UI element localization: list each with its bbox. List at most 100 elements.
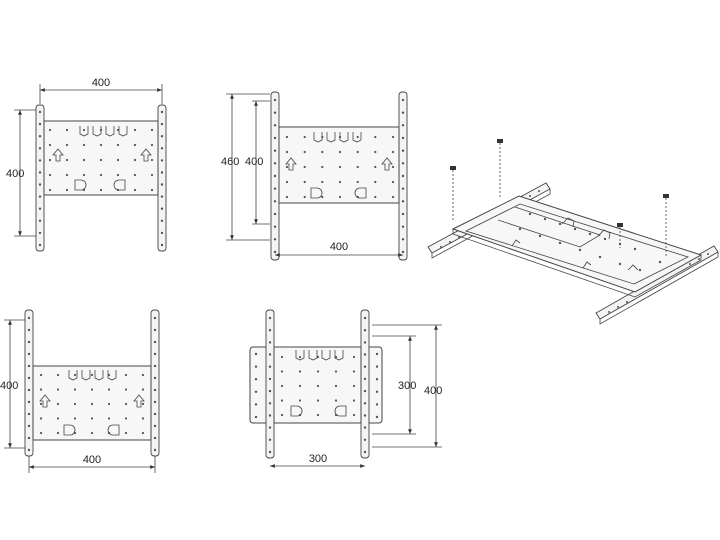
- plate-hole: [303, 180, 306, 184]
- rail-hole: [273, 238, 277, 241]
- view-4: 400 400: [0, 309, 160, 473]
- rail-hole: [273, 162, 277, 165]
- height-label: 300: [398, 380, 416, 392]
- plate-hole: [124, 373, 128, 377]
- plate-hole: [391, 165, 395, 169]
- rail-hole: [153, 364, 157, 368]
- left-rail: [35, 104, 45, 252]
- plate-hole: [321, 150, 324, 154]
- plate-hole: [141, 417, 145, 420]
- plate-hole: [124, 388, 128, 391]
- plate-hole: [391, 135, 395, 139]
- rail-hole: [27, 400, 31, 404]
- plate-hole: [352, 413, 356, 417]
- plate-hole: [316, 399, 320, 402]
- plate-hole: [99, 188, 103, 192]
- rail-hole: [273, 111, 277, 114]
- plate-hole: [133, 143, 137, 147]
- rail-holes: [27, 316, 157, 452]
- plate-hole: [56, 431, 60, 435]
- rail-hole: [160, 147, 164, 150]
- plate-hole: [298, 384, 302, 388]
- plate-hole: [48, 128, 52, 132]
- rail-hole: [160, 122, 164, 126]
- plate-hole: [65, 158, 69, 162]
- plate-hole: [116, 143, 120, 147]
- rail-hole: [363, 414, 367, 417]
- rail-hole: [268, 414, 272, 417]
- rail-hole: [153, 424, 157, 428]
- rail-hole: [160, 171, 164, 174]
- plate-hole: [65, 188, 69, 192]
- rail-hole: [160, 195, 164, 198]
- plate-hole: [141, 402, 145, 406]
- plate-hole: [316, 384, 320, 388]
- plate-hole: [48, 173, 52, 177]
- height-label: 400: [6, 168, 24, 180]
- plate-hole: [280, 413, 284, 417]
- rail-hole: [401, 174, 405, 178]
- rail-hole: [268, 316, 272, 320]
- rail-hole: [27, 412, 31, 416]
- plate-hole: [352, 355, 356, 359]
- rail-hole: [153, 400, 157, 404]
- rail-hole: [268, 426, 272, 429]
- rail-hole: [27, 340, 31, 344]
- rail-hole: [153, 388, 157, 392]
- plate-hole: [391, 195, 395, 199]
- rail-holes: [440, 190, 709, 313]
- plate-hole: [116, 158, 120, 162]
- width-label: 400: [83, 454, 101, 466]
- rail-hole: [160, 207, 164, 210]
- rail-hole: [38, 231, 42, 235]
- plate-hole: [124, 431, 128, 435]
- plate-hole: [356, 180, 359, 184]
- width-label: 400: [92, 77, 110, 89]
- rail-hole: [153, 376, 157, 380]
- plate-hole: [82, 128, 86, 132]
- rail-hole: [401, 149, 405, 152]
- plate-hole: [285, 180, 289, 184]
- rail-hole: [273, 124, 277, 127]
- rail-hole: [363, 402, 367, 405]
- plate-hole: [48, 143, 52, 147]
- rail-hole: [268, 365, 272, 368]
- plate-hole: [39, 431, 43, 435]
- plate-hole: [356, 135, 359, 139]
- plate-hole: [107, 402, 111, 406]
- rail-holes: [268, 316, 367, 454]
- plate-hole: [321, 180, 324, 184]
- rail-hole: [38, 110, 42, 114]
- rail-hole: [38, 207, 42, 210]
- rail-hole: [268, 450, 272, 454]
- rail-hole: [363, 329, 367, 332]
- plate-hole: [65, 173, 69, 177]
- upload-arrow-icon: [52, 148, 152, 162]
- upload-arrow-icon: [285, 157, 393, 171]
- rail-hole: [273, 149, 277, 152]
- rail-hole: [38, 243, 42, 247]
- plate-hole: [99, 173, 103, 177]
- rail-hole: [160, 231, 164, 235]
- plate-hole: [352, 399, 356, 402]
- plate-hole: [82, 173, 86, 177]
- hook-slot-icon: [74, 126, 128, 191]
- plate-hole: [321, 195, 324, 199]
- plate-hole: [150, 128, 154, 132]
- rail-hole: [363, 341, 367, 344]
- rail-hole: [38, 135, 42, 138]
- rail-hole: [254, 365, 258, 368]
- rail-hole: [273, 174, 277, 178]
- rail-hole: [401, 124, 405, 127]
- rail-hole: [363, 426, 367, 429]
- plate-hole: [150, 158, 154, 162]
- plate-hole: [150, 188, 154, 192]
- rail-hole: [153, 340, 157, 344]
- outer-height-label: 400: [424, 385, 442, 397]
- plate-hole: [141, 388, 145, 391]
- plate-hole: [90, 373, 94, 377]
- bracket-holes: [254, 352, 379, 419]
- plate-hole: [298, 355, 302, 359]
- plate-hole: [82, 158, 86, 162]
- rail-hole: [153, 316, 157, 320]
